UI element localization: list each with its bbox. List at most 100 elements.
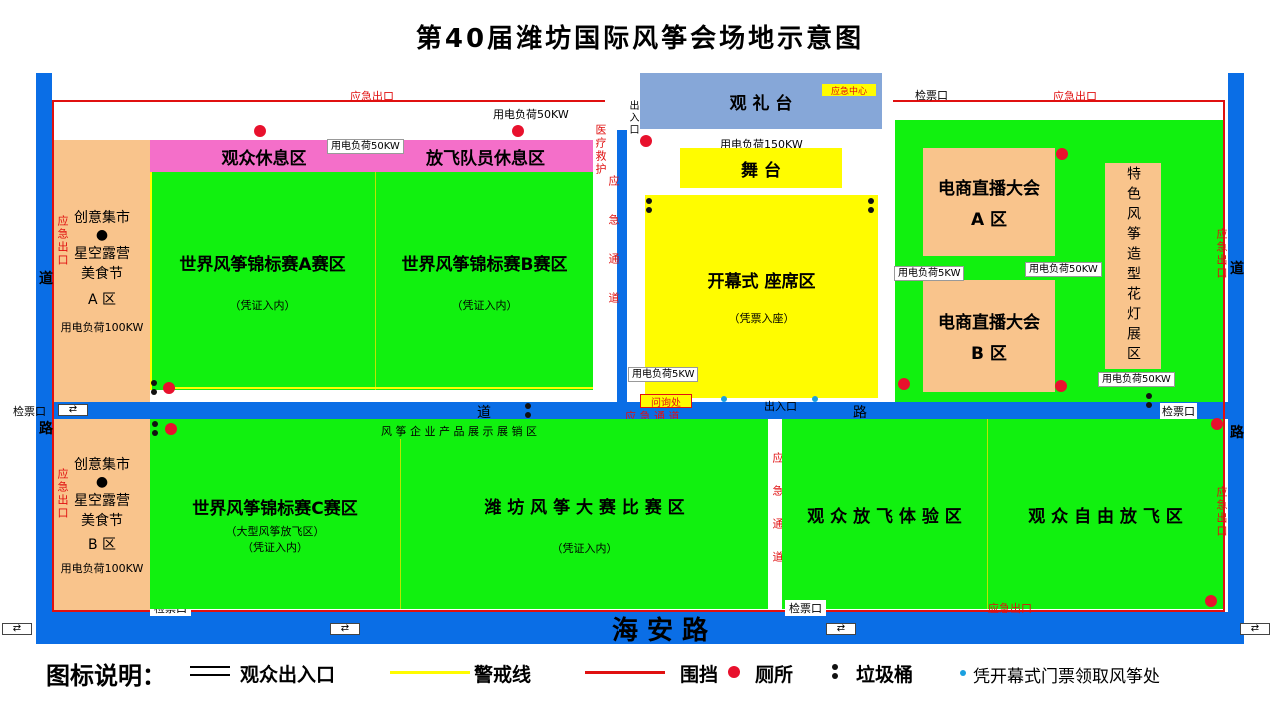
market-a-line3: 美食节	[81, 266, 123, 282]
toilet-icon	[1056, 148, 1068, 160]
emergency-exit-label: 应急出口	[350, 90, 394, 103]
market-a-line1: 创意集市	[74, 210, 130, 226]
entrance-arrow-icon: ⇄	[330, 623, 360, 635]
entrance-arrow-icon: ⇄	[58, 404, 88, 416]
emergency-exit-label: 应急出口	[1053, 90, 1097, 103]
toilet-icon	[898, 378, 910, 390]
exit-vertical-label: 出入口	[627, 100, 638, 136]
toilet-icon	[1205, 595, 1217, 607]
bullet-icon: ●	[95, 473, 109, 490]
fence-bottom	[52, 610, 1225, 612]
world-c-note: （大型风筝放飞区）	[225, 524, 325, 538]
power-label: 用电负荷5KW	[894, 266, 965, 281]
legend-fence-icon	[585, 671, 665, 674]
kite-pickup-icon	[812, 396, 818, 402]
emergency-exit-label: 应急出口	[56, 215, 69, 267]
ecom-b-line2: B 区	[971, 344, 1007, 364]
world-c-zone: 世界风筝锦标赛C赛区 （大型风筝放飞区） （凭证入内）	[150, 439, 400, 609]
emergency-exit-label: 应急出口	[1215, 228, 1228, 280]
market-a-zone: 创意集市 ● 星空露营 美食节 A 区 用电负荷100KW	[54, 140, 150, 402]
road-haian	[36, 612, 1244, 644]
market-a-line2: 星空露营	[74, 246, 130, 262]
kite-expo-strip	[150, 419, 768, 439]
legend-toilet: 厕所	[755, 664, 794, 686]
emergency-center: 应急中心	[822, 84, 876, 97]
emergency-exit-label: 应急出口	[56, 468, 69, 520]
fence-top-left	[52, 100, 605, 102]
fly-experience-label: 观 众 放 飞 体 验 区	[807, 506, 962, 527]
road-label: 路	[853, 405, 867, 421]
cert-note: （凭证入内）	[451, 298, 518, 312]
team-rest-label: 放飞队员休息区	[426, 148, 545, 169]
road-right	[1228, 73, 1244, 643]
road-middle	[52, 402, 1228, 419]
road-left	[36, 73, 52, 643]
fence-left	[52, 100, 54, 612]
ecom-a-zone: 电商直播大会 A 区	[923, 148, 1055, 256]
stage-label: 舞 台	[741, 160, 781, 181]
power-label: 用电负荷50KW	[493, 108, 569, 121]
legend-title: 图标说明：	[46, 662, 166, 690]
power-label: 用电负荷100KW	[60, 561, 144, 575]
cert-note: （凭证入内）	[229, 298, 296, 312]
team-rest-zone: 放飞队员休息区	[378, 140, 593, 172]
fence-top-right	[893, 100, 1225, 102]
market-b-line3: 美食节	[81, 512, 123, 529]
power-label: 用电负荷50KW	[1025, 262, 1102, 277]
market-b-line2: 星空露营	[74, 492, 130, 509]
cert-note: （凭证入内）	[551, 541, 618, 555]
road-label: 道	[39, 271, 53, 287]
trash-bin-icon	[151, 380, 157, 395]
kite-expo-label: 风 筝 企 业 产 品 展 示 展 销 区	[381, 425, 537, 438]
opening-seat-zone: 开幕式 座席区 （凭票入座）	[645, 195, 878, 398]
ecom-a-line2: A 区	[970, 210, 1008, 230]
legend-kite-pickup-icon	[960, 670, 966, 676]
trash-bin-icon	[646, 198, 652, 213]
power-label: 用电负荷50KW	[1098, 372, 1175, 387]
market-b-line1: 创意集市	[74, 456, 130, 473]
bullet-icon: ●	[95, 227, 109, 243]
emergency-exit-label: 应急出口	[1215, 486, 1228, 538]
market-a-line4: A 区	[87, 292, 117, 308]
checkpoint-label: 出入口	[764, 400, 797, 413]
emergency-passage-label: 应急通道	[771, 452, 784, 584]
road-label: 道	[1230, 261, 1244, 277]
toilet-icon	[163, 382, 175, 394]
road-label: 路	[39, 421, 53, 437]
legend-entrance: 观众出入口	[240, 664, 336, 686]
world-b-zone: 世界风筝锦标赛B赛区 （凭证入内）	[375, 172, 593, 390]
world-a-zone: 世界风筝锦标赛A赛区 （凭证入内）	[150, 172, 375, 390]
legend-warning-line-icon	[390, 671, 470, 674]
market-b-zone: 创意集市 ● 星空露营 美食节 B 区 用电负荷100KW	[54, 419, 150, 610]
emergency-exit-label: 应急出口	[988, 602, 1032, 615]
viewing-stand: 观 礼 台	[640, 73, 882, 129]
lantern-label: 特色风筝造型花灯展区	[1125, 166, 1141, 366]
inquiry-label: 问询处	[651, 397, 681, 409]
emergency-passage-label: 应急通道	[607, 175, 620, 331]
toilet-icon	[512, 125, 524, 137]
stage-zone: 舞 台	[680, 148, 842, 188]
lantern-zone: 特色风筝造型花灯展区	[1105, 163, 1161, 369]
haian-road-label: 海 安 路	[611, 615, 709, 646]
fence-right	[1223, 100, 1225, 612]
free-fly-label: 观 众 自 由 放 飞 区	[1028, 506, 1183, 527]
entrance-arrow-icon: ⇄	[2, 623, 32, 635]
ecom-b-zone: 电商直播大会 B 区	[923, 280, 1055, 392]
toilet-icon	[165, 423, 177, 435]
page-title: 第40届潍坊国际风筝会场地示意图	[415, 24, 865, 54]
ecom-a-line1: 电商直播大会	[938, 179, 1040, 199]
trash-bin-icon	[525, 403, 531, 418]
emergency-center-label: 应急中心	[830, 86, 867, 97]
free-fly-zone: 观 众 自 由 放 飞 区	[987, 419, 1223, 609]
cert-note: （凭证入内）	[242, 540, 308, 554]
road-label: 道	[477, 405, 491, 421]
legend-toilet-icon	[728, 666, 740, 678]
viewing-stand-label: 观 礼 台	[729, 93, 793, 114]
checkpoint-label: 检票口	[13, 405, 46, 418]
world-a-label: 世界风筝锦标赛A赛区	[179, 254, 346, 275]
legend-warning-line: 警戒线	[474, 664, 532, 686]
fly-experience-zone: 观 众 放 飞 体 验 区	[782, 419, 987, 609]
world-c-label: 世界风筝锦标赛C赛区	[192, 498, 358, 519]
trash-bin-icon	[868, 198, 874, 213]
power-label: 用电负荷5KW	[628, 367, 699, 382]
